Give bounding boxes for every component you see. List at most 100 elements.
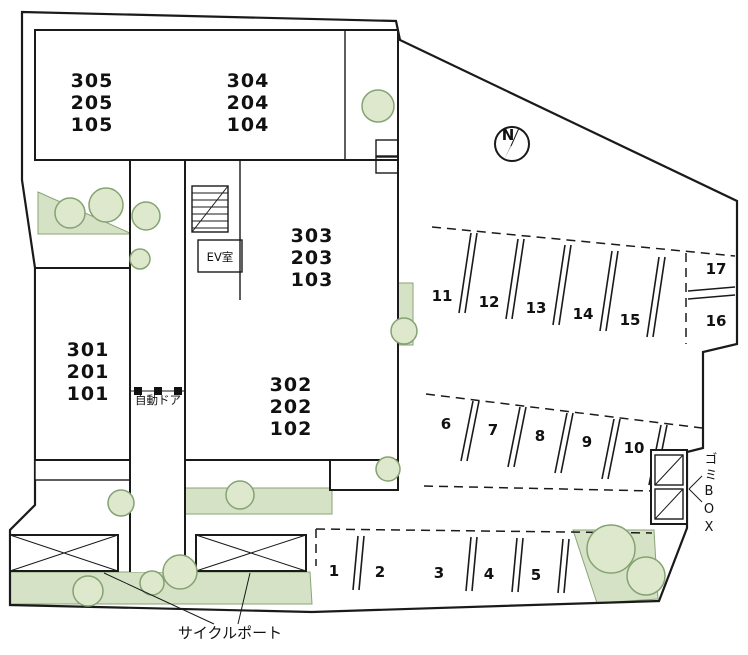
parking-space-number: 4 <box>484 565 494 583</box>
room-label: 204 <box>227 92 270 114</box>
parking-stripe <box>460 400 474 462</box>
building-fill <box>185 160 398 460</box>
tree-icon <box>107 489 135 517</box>
tree-icon <box>586 524 636 574</box>
tree-icon <box>129 248 151 270</box>
parking-boundary-dashed <box>431 226 736 257</box>
room-label: 104 <box>227 114 270 136</box>
parking-space-number: 14 <box>573 305 594 323</box>
parking-boundary-dashed <box>315 528 653 534</box>
room-stack-301: 301 201 101 <box>67 339 110 405</box>
parking-column-east: 17 16 <box>687 260 736 330</box>
room-label: 301 <box>67 339 110 361</box>
elevator-room-outline <box>197 239 243 273</box>
parking-stripe <box>601 418 615 480</box>
parking-stripe <box>511 238 525 320</box>
tree-icon <box>88 187 124 223</box>
room-label: 105 <box>71 114 114 136</box>
parking-space-number: 3 <box>434 564 444 582</box>
room-stack-303: 303 203 103 <box>291 225 334 291</box>
parking-stripe <box>513 406 527 468</box>
elevator-room-label: EV室 <box>207 250 234 264</box>
garbage-box-diagonal <box>654 488 684 520</box>
tree-icon <box>225 480 255 510</box>
garbage-box-unit <box>654 488 684 520</box>
north-label: N <box>502 126 515 144</box>
parking-boundary-dashed <box>425 393 703 429</box>
auto-door-label: 自動ドア <box>135 393 181 407</box>
garbage-box: ゴミBOX <box>650 449 717 538</box>
cycle-port-callout: サイクルポート <box>103 572 282 642</box>
parking-space-number: 13 <box>526 299 547 317</box>
north-compass: N <box>494 126 530 162</box>
room-label: 101 <box>67 383 110 405</box>
garbage-box-outline <box>650 449 688 525</box>
parking-space-number: 7 <box>488 421 498 439</box>
cycle-port-cross <box>195 534 307 572</box>
parking-stripe <box>465 536 472 592</box>
tree-icon <box>162 554 198 590</box>
parking-stripe <box>557 538 564 594</box>
parking-stripe <box>607 418 621 480</box>
parking-stripe <box>511 537 518 593</box>
cycle-port-cross <box>9 534 119 572</box>
parking-space-number: 10 <box>624 439 645 457</box>
tree-icon <box>390 317 418 345</box>
parking-stripe <box>652 256 666 338</box>
auto-door: 自動ドア <box>130 387 185 407</box>
parking-space-number: 1 <box>329 562 339 580</box>
cycle-port-label: サイクルポート <box>178 624 282 642</box>
room-label: 303 <box>291 225 334 247</box>
auto-door-panel <box>134 387 142 395</box>
building: EV室 自動ドア <box>34 29 399 572</box>
cycle-port-leader-line <box>103 572 215 625</box>
parking-space-number: 17 <box>706 260 727 278</box>
tree-icon <box>72 575 104 607</box>
trees <box>54 89 666 607</box>
parking-stripe <box>507 406 521 468</box>
parking-stripe <box>563 538 570 594</box>
auto-door-panel <box>174 387 182 395</box>
room-label: 202 <box>270 396 313 418</box>
room-label: 205 <box>71 92 114 114</box>
parking-stripe <box>599 250 613 332</box>
parking-stripe <box>646 256 660 338</box>
cycle-port-right <box>195 534 307 572</box>
parking-stripe <box>352 535 359 591</box>
parking-stripe <box>558 244 572 326</box>
stair-diagonal <box>191 185 229 233</box>
auto-door-panel <box>154 387 162 395</box>
cycle-port-leader-line <box>237 572 251 625</box>
parking-space-number: 8 <box>535 427 545 445</box>
garbage-box-leader-line <box>688 475 703 490</box>
parking-space-number: 11 <box>432 287 453 305</box>
elevator-room: EV室 <box>197 239 243 273</box>
tree-icon <box>131 201 161 231</box>
room-label: 305 <box>71 70 114 92</box>
parking-space-number: 12 <box>479 293 500 311</box>
room-stack-305: 305 205 105 <box>71 70 114 136</box>
parking-space-number: 2 <box>375 563 385 581</box>
room-label: 203 <box>291 247 334 269</box>
utility-box <box>375 156 399 174</box>
parking-space-number: 5 <box>531 566 541 584</box>
cycle-port-left <box>9 534 119 572</box>
parking-stripe <box>687 286 736 292</box>
parking-stripe <box>471 536 478 592</box>
parking-space-number: 6 <box>441 415 451 433</box>
compass-needle-edge <box>510 127 520 147</box>
parking-boundary-dashed <box>423 485 655 492</box>
utility-box <box>375 139 399 157</box>
room-label: 201 <box>67 361 110 383</box>
garbage-box-diagonal <box>654 454 684 486</box>
parking-stripe <box>687 294 736 300</box>
parking-space-number: 16 <box>706 312 727 330</box>
parking-row-north: 11 12 13 14 15 <box>431 226 736 344</box>
garbage-box-unit <box>654 454 684 486</box>
tree-icon <box>626 556 666 596</box>
room-label: 304 <box>227 70 270 92</box>
room-stack-302: 302 202 102 <box>270 374 313 440</box>
parking-stripe <box>466 400 480 462</box>
